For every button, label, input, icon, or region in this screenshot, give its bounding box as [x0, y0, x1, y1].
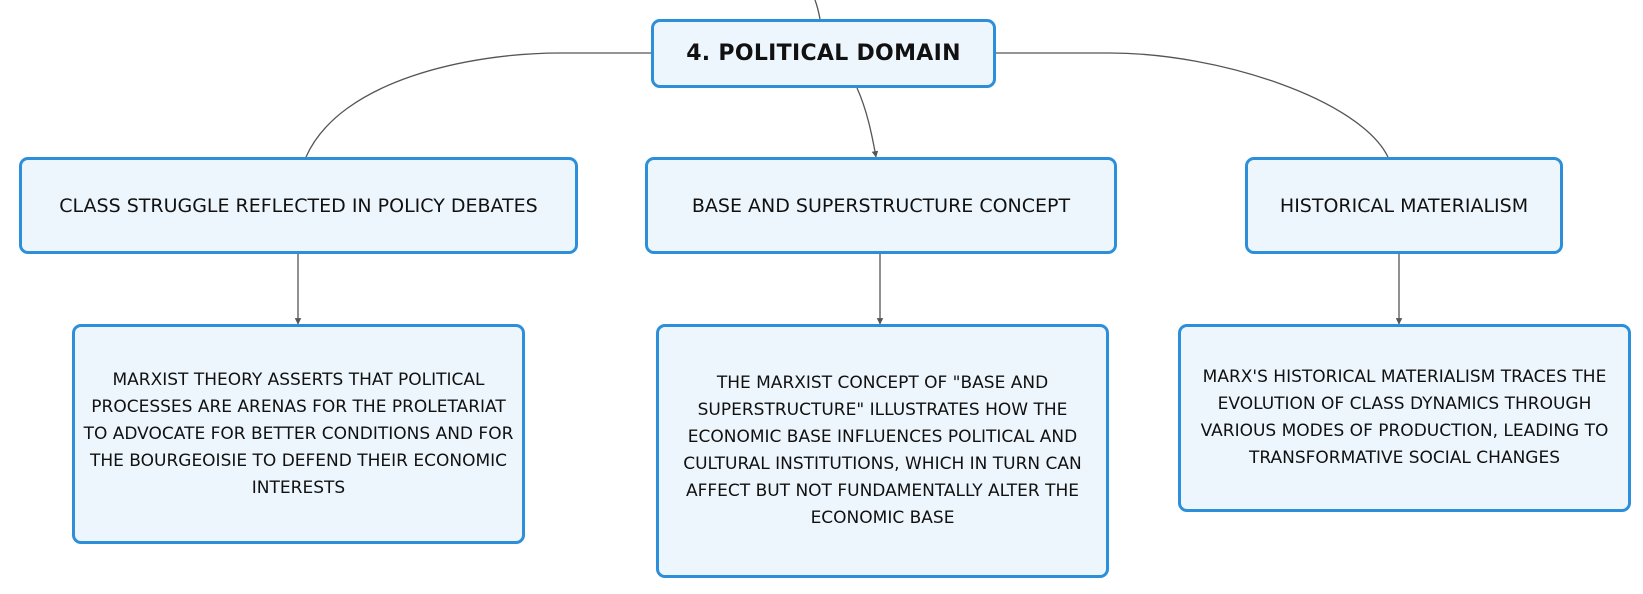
- branch-node-class-struggle[interactable]: CLASS STRUGGLE REFLECTED IN POLICY DEBAT…: [19, 157, 578, 254]
- detail-node-base-superstructure[interactable]: THE MARXIST CONCEPT OF "BASE AND SUPERST…: [656, 324, 1109, 578]
- connector-root-to-historical-materialism: [996, 52, 1389, 158]
- root-node[interactable]: 4. POLITICAL DOMAIN: [651, 19, 996, 88]
- branch-node-label: HISTORICAL MATERIALISM: [1279, 194, 1529, 217]
- root-node-label: 4. POLITICAL DOMAIN: [686, 41, 961, 66]
- detail-node-class-struggle[interactable]: MARXIST THEORY ASSERTS THAT POLITICAL PR…: [72, 324, 525, 544]
- branch-node-base-superstructure[interactable]: BASE AND SUPERSTRUCTURE CONCEPT: [645, 157, 1117, 254]
- incoming-connector: [814, 0, 821, 20]
- detail-node-text: THE MARXIST CONCEPT OF "BASE AND SUPERST…: [683, 373, 1082, 528]
- branch-node-label: CLASS STRUGGLE REFLECTED IN POLICY DEBAT…: [59, 194, 538, 217]
- connector-root-to-base-superstructure: [856, 87, 879, 158]
- connector-root-to-class-struggle: [305, 52, 651, 158]
- detail-node-text: MARX'S HISTORICAL MATERIALISM TRACES THE…: [1200, 367, 1609, 468]
- detail-node-text: MARXIST THEORY ASSERTS THAT POLITICAL PR…: [83, 369, 514, 498]
- detail-node-historical-materialism[interactable]: MARX'S HISTORICAL MATERIALISM TRACES THE…: [1178, 324, 1631, 512]
- branch-node-historical-materialism[interactable]: HISTORICAL MATERIALISM: [1245, 157, 1563, 254]
- branch-node-label: BASE AND SUPERSTRUCTURE CONCEPT: [691, 194, 1071, 217]
